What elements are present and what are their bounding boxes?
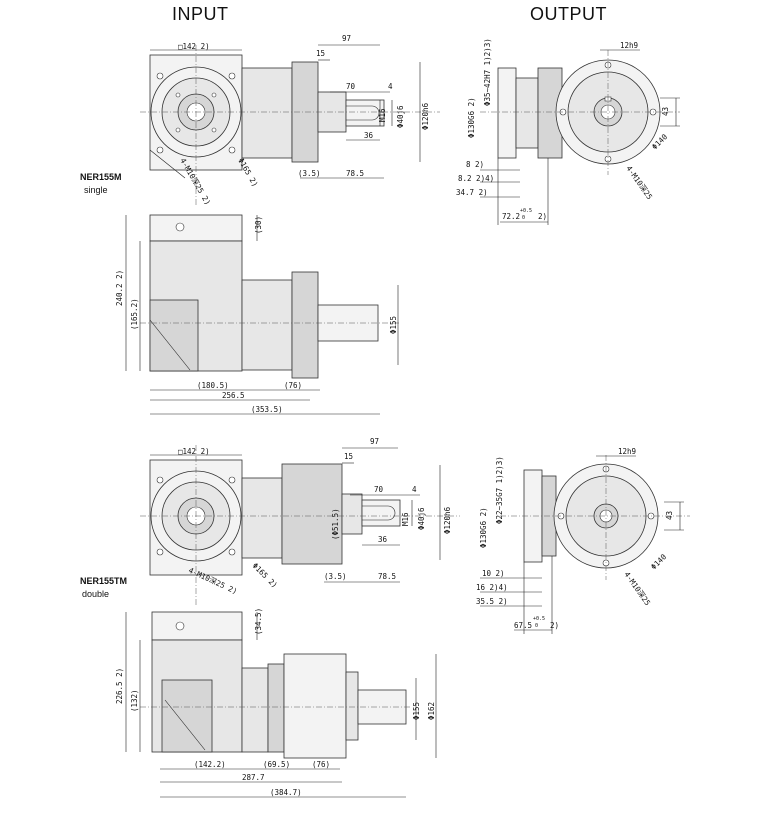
s-out-d72-2-note: 2) [538,212,547,221]
d-in-d4: 4 [412,485,417,494]
s-in-d78-5: 78.5 [346,169,364,178]
d-in-d70: 70 [374,485,384,494]
d-out-range: Φ22~35G7 1)2)3) [495,456,504,524]
d-side-d384-7: (384.7) [270,788,302,797]
s-out-d43: 43 [661,107,670,116]
s-out-d72-2-tol: +0.5 [520,208,532,214]
d-out-pilot: Φ130G6 2) [479,507,488,548]
s-side-d165-2: (165.2) [130,298,139,330]
d-side-d76: (76) [312,760,330,769]
d-in-d97: 97 [370,437,379,446]
d-out-d67-5-tol: +0.5 [533,616,545,622]
s-side-d353-5: (353.5) [251,405,283,414]
d-side-d155: Φ155 [412,702,421,720]
double-side-view [125,611,437,798]
d-in-d78-5: 78.5 [378,572,396,581]
s-in-d97: 97 [342,34,351,43]
s-in-d36: 36 [364,131,374,140]
s-side-d240-2: 240.2 2) [115,270,124,306]
double-output-view [480,455,690,634]
single-input-front-view [140,44,440,205]
s-in-m16: M16 [378,108,387,122]
d-in-d120h6: Φ120h6 [443,506,452,534]
s-out-pilot: Φ130G6 2) [467,97,476,138]
d-side-d162: Φ162 [427,702,436,720]
s-in-d70: 70 [346,82,356,91]
d-side-d69-5: (69.5) [263,760,290,769]
s-out-key: 12h9 [620,41,638,50]
d-in-d15: 15 [344,452,353,461]
d-in-d3-5: (3.5) [324,572,347,581]
d-out-d67-5-note: 2) [550,621,559,630]
d-out-d43: 43 [665,511,674,520]
d-out-d16: 16 2)4) [476,583,508,592]
d-out-d67-5: 67.5 [514,621,532,630]
d-in-m16: M16 [401,512,410,526]
s-in-square: □142 2) [178,42,210,51]
d-in-d51-5: (Φ51.5) [331,508,340,540]
d-out-d67-5-tol2: 0 [535,623,538,629]
s-in-d120h6: Φ120h6 [421,102,430,130]
s-out-d34-7: 34.7 2) [456,188,488,197]
variant-label-single: single [84,185,108,195]
s-out-range: Φ35~42H7 1)2)3) [483,38,492,106]
s-in-d40j6: Φ40j6 [396,105,405,128]
d-out-d35-5: 35.5 2) [476,597,508,606]
s-out-d8: 8 2) [466,160,484,169]
single-side-view [125,214,400,415]
d-out-pcd140: Φ140 [649,552,668,571]
d-out-d10: 10 2) [482,569,505,578]
model-label-single: NER155M [80,172,122,182]
d-side-d226-5: 226.5 2) [115,668,124,704]
s-out-d72-2: 72.2 [502,212,520,221]
d-side-d142-2: (142.2) [194,760,226,769]
d-out-bolt: 4-M10深25 [622,570,652,607]
s-out-bolt: 4-M10深25 [624,164,654,201]
d-in-square: □142 2) [178,447,210,456]
d-side-d132: (132) [130,689,139,712]
s-side-d76: (76) [284,381,302,390]
s-side-d30: (30) [254,216,263,234]
s-out-d72-2-tol2: 0 [522,215,525,221]
single-output-view [480,49,680,225]
model-label-double: NER155TM [80,576,128,586]
s-out-d8-2: 8.2 2)4) [458,174,494,183]
d-in-d40j6: Φ40j6 [417,507,426,530]
s-side-d180-5: (180.5) [197,381,229,390]
d-out-key: 12h9 [618,447,636,456]
double-input-front-view [140,445,460,605]
s-side-d256-5: 256.5 [222,391,245,400]
input-header: INPUT [172,4,229,24]
d-side-d34-5: (34.5) [254,608,263,635]
s-side-d155: Φ155 [389,316,398,334]
d-side-d287-7: 287.7 [242,773,265,782]
s-in-d15: 15 [316,49,325,58]
s-in-d3-5: (3.5) [298,169,321,178]
d-in-pcd165: Φ165 2) [251,561,280,590]
s-in-pcd165: Φ165 2) [236,157,260,189]
variant-label-double: double [82,589,110,599]
d-in-d36: 36 [378,535,388,544]
output-header: OUTPUT [530,4,607,24]
s-in-d4: 4 [388,82,393,91]
